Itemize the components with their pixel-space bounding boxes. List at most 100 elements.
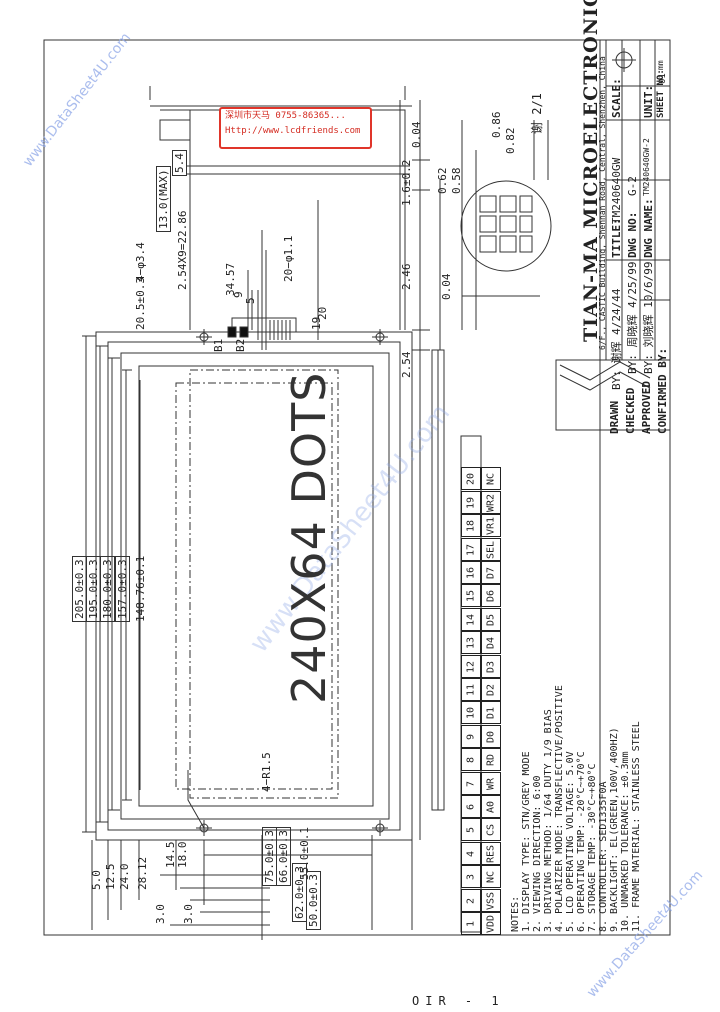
- dwg-name-value: TM240640GW-2: [642, 138, 651, 196]
- pin-signal-cell: RD: [481, 748, 501, 771]
- pin-number-cell: 16: [461, 561, 481, 584]
- pin-signal: SEL: [485, 540, 497, 559]
- bottom-mark: OIR - 1: [412, 994, 505, 1008]
- pin-signal-cell: VDD: [481, 912, 501, 935]
- dim-dot-086: 0.86: [490, 111, 503, 139]
- pin-signal: A0: [485, 800, 497, 813]
- pin-signal-cell: VSS: [481, 889, 501, 912]
- note-line: 7. STORAGE TEMP: -30°C~+80°C: [587, 763, 598, 932]
- dim-dot-082: 0.82: [504, 127, 517, 155]
- pin-signal: NC: [485, 870, 497, 883]
- pin-number-cell: 11: [461, 678, 481, 701]
- dim-left-1: 5.0: [90, 870, 103, 890]
- sheet-value: 01: [658, 73, 668, 84]
- pin-signal: D2: [485, 683, 497, 696]
- dim-left-2: 12.5: [104, 863, 117, 891]
- pin-number: 17: [465, 543, 477, 556]
- pin-20-label: 20: [316, 306, 329, 320]
- note-line: 11. FRAME MATERIAL: STAINLESS STEEL: [631, 721, 642, 932]
- pin-signal: D0: [485, 730, 497, 743]
- drawn-label: DRAWN: [608, 400, 621, 434]
- pin-signal-cell: NC: [481, 865, 501, 888]
- pin-signal: D6: [485, 589, 497, 602]
- pin-signal: D3: [485, 660, 497, 673]
- pin-number: 3: [465, 873, 477, 880]
- pin-number-cell: 7: [461, 772, 481, 795]
- pin-number: 5: [465, 826, 477, 833]
- title-value: TM240640GW: [610, 157, 623, 224]
- active-area: [175, 382, 333, 790]
- stamp-line-2: Http://www.lcdfriends.com: [225, 126, 361, 136]
- pin-number: 10: [465, 706, 477, 719]
- pin-number-cell: 8: [461, 748, 481, 771]
- pin-number: 11: [465, 683, 477, 696]
- pin-number: 8: [465, 756, 477, 763]
- dim-offset: 20.5±0.3: [134, 277, 147, 330]
- pin-number-cell: 1: [461, 912, 481, 935]
- dim-h-c: 62.0±0.3: [292, 863, 307, 922]
- pin-number-cell: 18: [461, 514, 481, 537]
- pin-signal: D5: [485, 613, 497, 626]
- pin-signal-cell: D4: [481, 631, 501, 654]
- dim-dot-004a: 0.04: [410, 121, 423, 149]
- pin-signal: D1: [485, 706, 497, 719]
- distributor-stamp: 深圳市天马 0755-86365... Http://www.lcdfriend…: [219, 107, 372, 149]
- dim-thickness: 13.0(MAX): [156, 166, 171, 232]
- pin-number-cell: 2: [461, 889, 481, 912]
- dim-dots-width: 148.76±0.1: [134, 555, 147, 622]
- dim-p4: 2.46: [400, 263, 413, 291]
- note-line: 4. POLARIZER MODE: TRANSFLECTIVE/POSITIV…: [554, 685, 565, 932]
- note-line: 2. VIEWING DIRECTION: 6:00: [532, 775, 543, 932]
- note-line: NOTES:: [510, 895, 521, 932]
- unit-label: UNIT:: [642, 84, 655, 118]
- pin-signal-cell: D5: [481, 608, 501, 631]
- dim-left-3: 24.0: [118, 863, 131, 891]
- dim-left-7: 3.0: [154, 904, 167, 924]
- pin-signal: VSS: [485, 891, 497, 910]
- pin-signal-cell: CS: [481, 818, 501, 841]
- pin-number-cell: 3: [461, 865, 481, 888]
- pin-signal: D4: [485, 636, 497, 649]
- dwg-no-value: G-2: [626, 176, 639, 196]
- pin-signal: D7: [485, 566, 497, 579]
- pin-number-cell: 5: [461, 818, 481, 841]
- pin-signal: NC: [485, 472, 497, 485]
- note-line: 3. DRIVING METHOD: 1/64 DUTY 1/9 BIAS: [543, 709, 554, 932]
- sheet-frame: [43, 39, 671, 936]
- pin-signal: WR2: [485, 493, 497, 512]
- approved-by: BY: 刘晓辉 10/6/99: [642, 261, 655, 374]
- dim-p5: 2.54: [400, 351, 413, 379]
- dim-dot-058: 0.58: [450, 167, 463, 195]
- pin-signal-cell: VR1: [481, 514, 501, 537]
- dim-left-8: 3.0: [182, 904, 195, 924]
- pin-number: 14: [465, 613, 477, 626]
- dim-pcb: 1.6±0.2: [400, 159, 413, 206]
- pin-signal-cell: D1: [481, 701, 501, 724]
- note-line: 6. OPERATING TEMP: -20°C~+70°C: [576, 751, 587, 932]
- dwg-name-label: DWG NAME:: [642, 198, 655, 258]
- pin-number: 2: [465, 897, 477, 904]
- pin-number-cell: 12: [461, 655, 481, 678]
- pin-number-cell: 14: [461, 608, 481, 631]
- pin-number: 9: [465, 733, 477, 740]
- approved-label: APPROVED: [640, 381, 653, 434]
- note-line: 10. UNMARKED TOLERANCE: ±0.3mm: [620, 751, 631, 932]
- dim-viewing-width: 180.0±0.3: [100, 556, 115, 622]
- note-line: 1. DISPLAY TYPE: STN/GREY MODE: [521, 751, 532, 932]
- dim-pin-hole: 20−φ1.1: [282, 235, 295, 282]
- pin-signal: WR: [485, 777, 497, 790]
- pin-signal-cell: D0: [481, 725, 501, 748]
- pin-number-cell: 9: [461, 725, 481, 748]
- pin-number-cell: 10: [461, 701, 481, 724]
- dim-h-b: 66.0±0.3: [276, 827, 291, 886]
- pin-number-cell: 6: [461, 795, 481, 818]
- handwritten-signature: 谢 2/1: [530, 93, 544, 134]
- pin-number-cell: 4: [461, 842, 481, 865]
- note-line: 8. CONTROLLER: SED1335F0A: [598, 781, 609, 932]
- pin-number: 15: [465, 589, 477, 602]
- dim-p3: 5: [244, 297, 257, 304]
- dim-dot-004b: 0.04: [440, 273, 453, 301]
- company-address: 6/F., CASTIC Building, Shennan Road, Cen…: [598, 56, 607, 350]
- note-line: 9. BACKLIGHT: EL(GREEN,100V,400HZ): [609, 727, 620, 932]
- dim-bezel-width: 195.0±0.3: [86, 556, 101, 622]
